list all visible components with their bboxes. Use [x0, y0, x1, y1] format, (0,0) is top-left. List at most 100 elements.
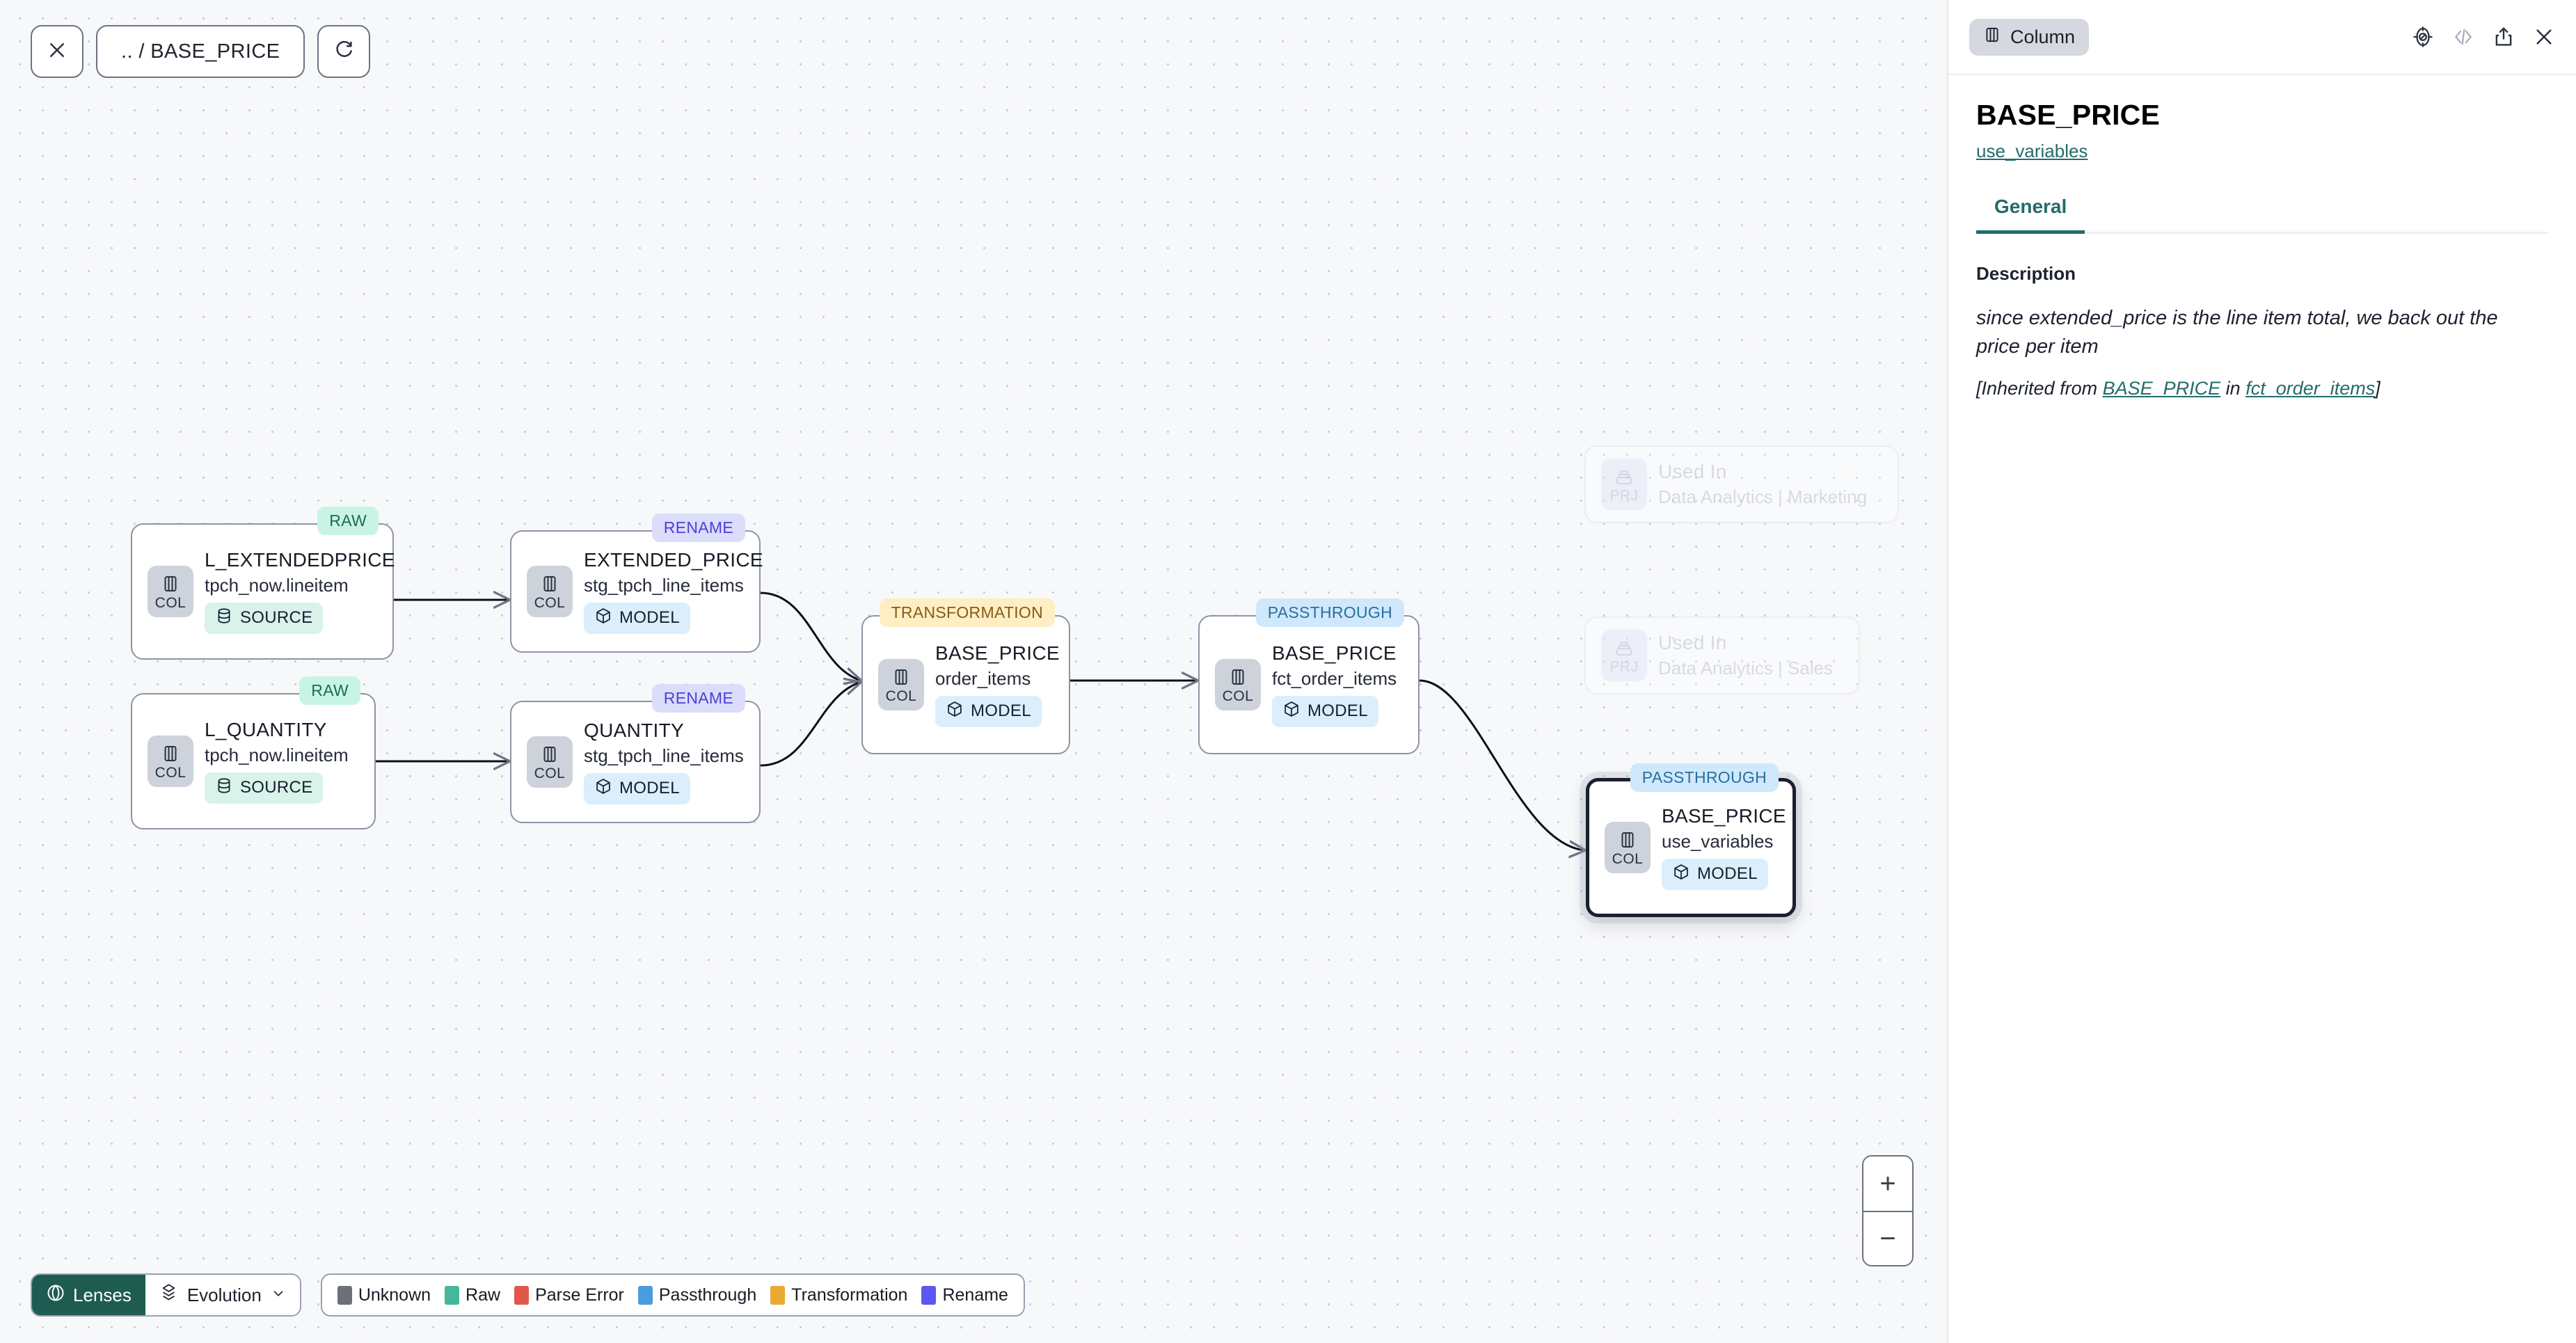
lenses-button[interactable]: Lenses: [32, 1275, 145, 1315]
inherited-mid: in: [2220, 378, 2246, 399]
page-title: BASE_PRICE: [1976, 99, 2161, 131]
node-materialization-badge: SOURCE: [205, 602, 324, 634]
cube-icon: [1672, 863, 1690, 886]
share-icon[interactable]: [2492, 26, 2515, 48]
node-kind-badge: COL: [527, 736, 573, 788]
node-subtitle: stg_tpch_line_items: [584, 745, 744, 766]
close-graph-button[interactable]: [31, 25, 84, 78]
column-icon: [1983, 26, 2001, 49]
legend-swatch: [445, 1285, 460, 1305]
graph-node-quantity[interactable]: RENAME COL QUANTITY stg_tpch_line_items …: [510, 684, 761, 823]
node-title: L_QUANTITY: [205, 719, 327, 741]
cube-icon: [594, 607, 612, 630]
breadcrumb-button[interactable]: .. / BASE_PRICE: [96, 25, 305, 78]
breadcrumb: .. / BASE_PRICE: [121, 40, 280, 63]
zoom-controls: + −: [1862, 1155, 1914, 1266]
node-kind-label: COL: [885, 688, 917, 704]
node-body: BASE_PRICE fct_order_items MODEL: [1272, 642, 1397, 727]
node-materialization-badge: MODEL: [584, 602, 690, 634]
node-body: Used In Data Analytics | Marketing: [1658, 461, 1867, 507]
details-panel-body: BASE_PRICE use_variables General Descrip…: [1948, 75, 2576, 399]
node-body: L_QUANTITY tpch_now.lineitem SOURCE: [205, 719, 349, 804]
canvas-toolbar: .. / BASE_PRICE: [31, 25, 371, 78]
graph-node-l_quantity[interactable]: RAW COL L_QUANTITY tpch_now.lineitem SOU…: [131, 676, 376, 829]
node-type-chip: TRANSFORMATION: [879, 598, 1055, 627]
node-kind-badge: COL: [527, 566, 573, 617]
node-materialization-badge: SOURCE: [205, 772, 324, 804]
refresh-icon: [333, 40, 354, 64]
node-title: EXTENDED_PRICE: [584, 549, 763, 571]
node-title: L_EXTENDEDPRICE: [205, 549, 395, 571]
legend-item-parse-error[interactable]: Parse Error: [514, 1285, 624, 1305]
bottom-toolbar: Lenses Evolution Unknown Raw Parse Error Pa…: [31, 1273, 1025, 1317]
node-kind-label: COL: [154, 764, 186, 781]
lens-aperture-icon: [46, 1283, 65, 1308]
zoom-in-button[interactable]: +: [1863, 1157, 1912, 1211]
lineage-canvas[interactable]: .. / BASE_PRICE PRJ Used In Data Analyti…: [0, 0, 1947, 1343]
node-materialization-badge: MODEL: [1662, 858, 1768, 890]
inherited-suffix: ]: [2375, 378, 2380, 399]
graph-node-l_extendedprice[interactable]: RAW COL L_EXTENDEDPRICE tpch_now.lineite…: [131, 507, 395, 660]
legend-item-transformation[interactable]: Transformation: [770, 1285, 907, 1305]
refresh-button[interactable]: [317, 25, 371, 78]
node-kind-label: COL: [534, 594, 566, 611]
legend-item-raw[interactable]: Raw: [445, 1285, 500, 1305]
node-type-chip: RAW: [299, 676, 360, 705]
node-type-chip: RENAME: [651, 514, 745, 542]
legend-item-rename[interactable]: Rename: [921, 1285, 1008, 1305]
node-materialization-label: SOURCE: [240, 608, 313, 628]
database-icon: [215, 777, 233, 800]
node-subtitle: Data Analytics | Marketing: [1658, 486, 1868, 507]
node-kind-label: COL: [1612, 850, 1644, 867]
node-kind-label: PRJ: [1609, 487, 1639, 504]
node-subtitle: Data Analytics | Sales: [1658, 657, 1833, 678]
node-materialization-label: MODEL: [619, 779, 680, 798]
legend-label: Passthrough: [658, 1285, 757, 1305]
graph-node-fct_order_items[interactable]: PASSTHROUGH COL BASE_PRICE fct_order_ite…: [1198, 598, 1420, 754]
node-subtitle: use_variables: [1662, 830, 1774, 852]
legend-item-unknown[interactable]: Unknown: [337, 1285, 431, 1305]
graph-node-use_variables[interactable]: PASSTHROUGH COL BASE_PRICE use_variables…: [1586, 763, 1796, 917]
inherited-model-link[interactable]: fct_order_items: [2245, 378, 2376, 399]
node-kind-badge: PRJ: [1601, 459, 1647, 510]
description-inherited-note: [Inherited from BASE_PRICE in fct_order_…: [1976, 378, 2548, 399]
node-type-chip: RAW: [317, 507, 379, 535]
lineage-edge-3: [760, 682, 861, 767]
lineage-legend: Unknown Raw Parse Error Passthrough Transfor…: [320, 1273, 1025, 1317]
node-body: QUANTITY stg_tpch_line_items MODEL: [584, 720, 744, 804]
node-kind-badge: COL: [1215, 659, 1261, 710]
node-body: Used In Data Analytics | Sales: [1658, 632, 1833, 678]
legend-label: Transformation: [791, 1285, 908, 1305]
explore-compass-icon[interactable]: [2412, 26, 2434, 48]
node-materialization-label: MODEL: [1697, 864, 1758, 884]
inherited-column-link[interactable]: BASE_PRICE: [2102, 378, 2221, 399]
panel-header-actions: [2412, 26, 2555, 48]
code-icon[interactable]: [2452, 26, 2474, 48]
node-kind-badge: PRJ: [1601, 630, 1647, 681]
node-materialization-label: SOURCE: [240, 778, 313, 797]
zoom-out-button[interactable]: −: [1863, 1211, 1912, 1265]
graph-node-used-in-sales[interactable]: PRJ Used In Data Analytics | Sales: [1584, 617, 1860, 694]
node-materialization-label: MODEL: [1307, 701, 1368, 721]
entity-kind-chip[interactable]: Column: [1969, 18, 2090, 56]
node-materialization-badge: MODEL: [1272, 695, 1378, 727]
graph-node-used-in-marketing[interactable]: PRJ Used In Data Analytics | Marketing: [1584, 445, 1899, 523]
evolution-dropdown[interactable]: Evolution: [145, 1275, 300, 1315]
layers-icon: [159, 1283, 178, 1307]
node-type-chip: PASSTHROUGH: [1255, 598, 1404, 627]
close-panel-icon[interactable]: [2533, 26, 2555, 48]
node-title: QUANTITY: [584, 720, 684, 742]
node-materialization-badge: MODEL: [584, 772, 690, 804]
graph-node-order_items[interactable]: TRANSFORMATION COL BASE_PRICE order_item…: [861, 598, 1070, 754]
legend-item-passthrough[interactable]: Passthrough: [637, 1285, 757, 1305]
close-icon: [47, 40, 67, 64]
parent-model-link[interactable]: use_variables: [1976, 141, 2088, 161]
node-kind-badge: COL: [878, 659, 924, 710]
legend-swatch: [921, 1285, 937, 1305]
graph-node-extended_price[interactable]: RENAME COL EXTENDED_PRICE stg_tpch_line_…: [510, 514, 763, 653]
description-label: Description: [1976, 263, 2076, 284]
tab-general[interactable]: General: [1976, 196, 2085, 234]
database-icon: [215, 607, 233, 630]
node-subtitle: order_items: [935, 667, 1031, 689]
node-body: L_EXTENDEDPRICE tpch_now.lineitem SOURCE: [205, 549, 395, 634]
